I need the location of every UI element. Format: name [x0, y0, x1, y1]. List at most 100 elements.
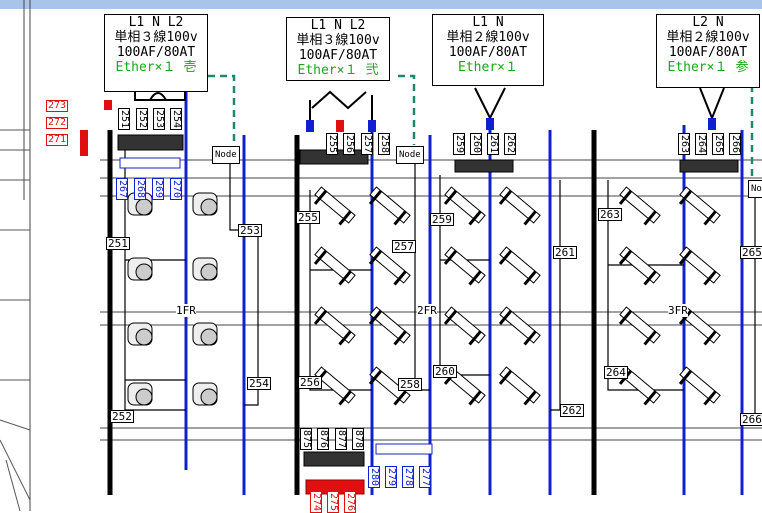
- spot-fixture: [192, 382, 218, 406]
- panel-2-system: 単相３線100v: [296, 33, 380, 48]
- panel-2-phase: L1 N L2: [310, 18, 366, 33]
- node-box-2: Node: [396, 146, 424, 164]
- breaker-label-258: 258: [378, 133, 390, 156]
- outlet-label-279: 279: [385, 466, 397, 489]
- panel-3-rating: 100AF/80AT: [448, 45, 528, 60]
- bar-fixture: [443, 186, 486, 226]
- red-label-273: 273: [46, 100, 69, 112]
- circuit-label-251: 251: [106, 237, 130, 250]
- panel-1-phase: L1 N L2: [128, 15, 184, 30]
- outlet-label-268: 268: [134, 178, 146, 201]
- panel-4-ether: Ether×１: [667, 60, 728, 75]
- breaker-label-257: 257: [361, 133, 373, 156]
- bar-fixture: [498, 366, 541, 406]
- bar-fixture: [313, 186, 356, 226]
- bar-fixture: [618, 186, 661, 226]
- circuit-label-258: 258: [398, 378, 422, 391]
- breaker-label-876: 876: [317, 428, 329, 451]
- spot-fixture: [192, 192, 218, 216]
- node-box-1: Node: [212, 146, 240, 164]
- bar-fixture: [618, 306, 661, 346]
- circuit-label-265: 265: [740, 246, 762, 259]
- circuit-label-263: 263: [598, 208, 622, 221]
- bar-fixture: [618, 246, 661, 286]
- bar-fixture: [368, 306, 411, 346]
- circuit-label-260: 260: [433, 365, 457, 378]
- floor-label-3: 3FR: [668, 304, 688, 317]
- bar-fixture: [313, 306, 356, 346]
- panel-3-ether: Ether×１: [458, 60, 518, 75]
- bar-fixture: [498, 306, 541, 346]
- spot-fixture: [192, 257, 218, 281]
- bar-fixture: [678, 186, 721, 226]
- bar-fixture: [443, 306, 486, 346]
- breaker-label-251: 251: [118, 108, 130, 131]
- breaker-label-262: 262: [504, 133, 516, 156]
- bar-fixture: [678, 246, 721, 286]
- panel-3: L1 N 単相２線100v 100AF/80AT Ether×１: [432, 14, 544, 86]
- breaker-label-256: 256: [343, 133, 355, 156]
- panel-2-rating: 100AF/80AT: [298, 48, 378, 63]
- spot-fixture: [192, 322, 218, 346]
- connector-caps: [104, 100, 716, 132]
- outlet-label-275: 275: [327, 491, 339, 513]
- bar-fixture: [443, 246, 486, 286]
- circuit-label-262: 262: [560, 404, 584, 417]
- breakers: [80, 130, 739, 495]
- breaker-label-878: 878: [352, 428, 364, 451]
- bar-fixture: [498, 246, 541, 286]
- outlet-label-274: 274: [310, 491, 322, 513]
- panel-3-phase: L1 N: [472, 15, 504, 30]
- panel-4-rating: 100AF/80AT: [668, 45, 748, 60]
- panel-4: L2 N 単相２線100v 100AF/80AT Ether×１ 参: [656, 14, 760, 88]
- panel-1-rating: 100AF/80AT: [116, 45, 196, 60]
- panel-3-system: 単相２線100v: [446, 30, 530, 45]
- panel-drops: [134, 87, 725, 121]
- circuit-label-253: 253: [238, 224, 262, 237]
- title-bar-strip: [0, 0, 762, 9]
- breaker-label-264: 264: [695, 133, 707, 156]
- circuit-label-264: 264: [604, 366, 628, 379]
- breaker-label-263: 263: [678, 133, 690, 156]
- panel-1-ether: Ether×１: [115, 60, 176, 75]
- left-edge-sketch: [0, 129, 31, 511]
- bar-fixture: [368, 186, 411, 226]
- outlet-label-278: 278: [402, 466, 414, 489]
- panel-1-index: 壱: [183, 60, 197, 75]
- breaker-label-265: 265: [712, 133, 724, 156]
- circuit-label-252: 252: [110, 410, 134, 423]
- breaker-label-253: 253: [153, 108, 165, 131]
- circuit-label-259: 259: [430, 213, 454, 226]
- panel-2: L1 N L2 単相３線100v 100AF/80AT Ether×１ 弐: [286, 17, 390, 81]
- spot-fixture: [127, 322, 153, 346]
- spot-fixture: [127, 257, 153, 281]
- outlet-label-270: 270: [170, 178, 182, 201]
- panel-2-ether: Ether×１: [297, 63, 358, 78]
- circuit-label-266: 266: [740, 413, 762, 426]
- panel-4-index: 参: [735, 60, 749, 75]
- breaker-label-259: 259: [453, 133, 465, 156]
- red-label-271: 271: [46, 134, 69, 146]
- breaker-label-254: 254: [170, 108, 182, 131]
- circuit-label-257: 257: [392, 240, 416, 253]
- bar-fixture: [313, 246, 356, 286]
- outlet-label-269: 269: [152, 178, 164, 201]
- node-box-3: Node: [748, 180, 762, 198]
- floor-label-1: 1FR: [176, 304, 196, 317]
- breaker-label-266: 266: [729, 133, 741, 156]
- panel-2-index: 弐: [365, 63, 379, 78]
- breaker-label-875: 875: [300, 428, 312, 451]
- panel-4-system: 単相２線100v: [666, 30, 750, 45]
- breaker-label-261: 261: [487, 133, 499, 156]
- bar-fixture: [498, 186, 541, 226]
- breaker-label-255: 255: [326, 133, 338, 156]
- outlet-label-267: 267: [116, 178, 128, 201]
- panel-4-phase: L2 N: [692, 15, 724, 30]
- fixtures: [127, 186, 721, 406]
- floor-label-2: 2FR: [417, 304, 437, 317]
- circuit-label-255: 255: [296, 211, 320, 224]
- bar-fixture: [368, 246, 411, 286]
- spot-fixture: [127, 382, 153, 406]
